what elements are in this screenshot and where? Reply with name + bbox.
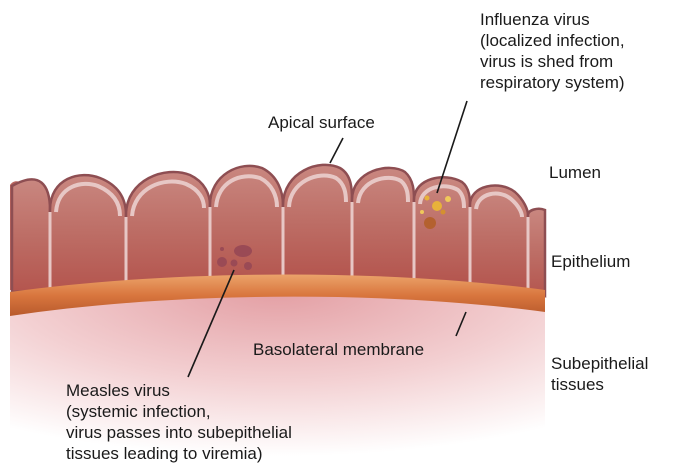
measles-label-line: virus passes into subepithelial: [66, 422, 292, 443]
lumen-label: Lumen: [549, 162, 601, 183]
apical-surface-label: Apical surface: [268, 112, 375, 133]
subepithelial-label: Subepithelial tissues: [551, 353, 648, 395]
measles-label-line: Measles virus: [66, 380, 292, 401]
apical-leader-line: [330, 138, 343, 163]
measles-label: Measles virus (systemic infection, virus…: [66, 380, 292, 464]
influenza-label-line: Influenza virus: [480, 9, 625, 30]
influenza-label-line: (localized infection,: [480, 30, 625, 51]
basolateral-membrane-label: Basolateral membrane: [253, 339, 424, 360]
measles-label-line: tissues leading to viremia): [66, 443, 292, 464]
epithelial-cell: [12, 179, 50, 292]
epithelial-cell: [528, 209, 545, 296]
influenza-label-line: respiratory system): [480, 72, 625, 93]
measles-label-line: (systemic infection,: [66, 401, 292, 422]
subepithelial-label-line: tissues: [551, 374, 648, 395]
influenza-label: Influenza virus (localized infection, vi…: [480, 9, 625, 93]
subepithelial-label-line: Subepithelial: [551, 353, 648, 374]
influenza-label-line: virus is shed from: [480, 51, 625, 72]
epithelium-label: Epithelium: [551, 251, 630, 272]
